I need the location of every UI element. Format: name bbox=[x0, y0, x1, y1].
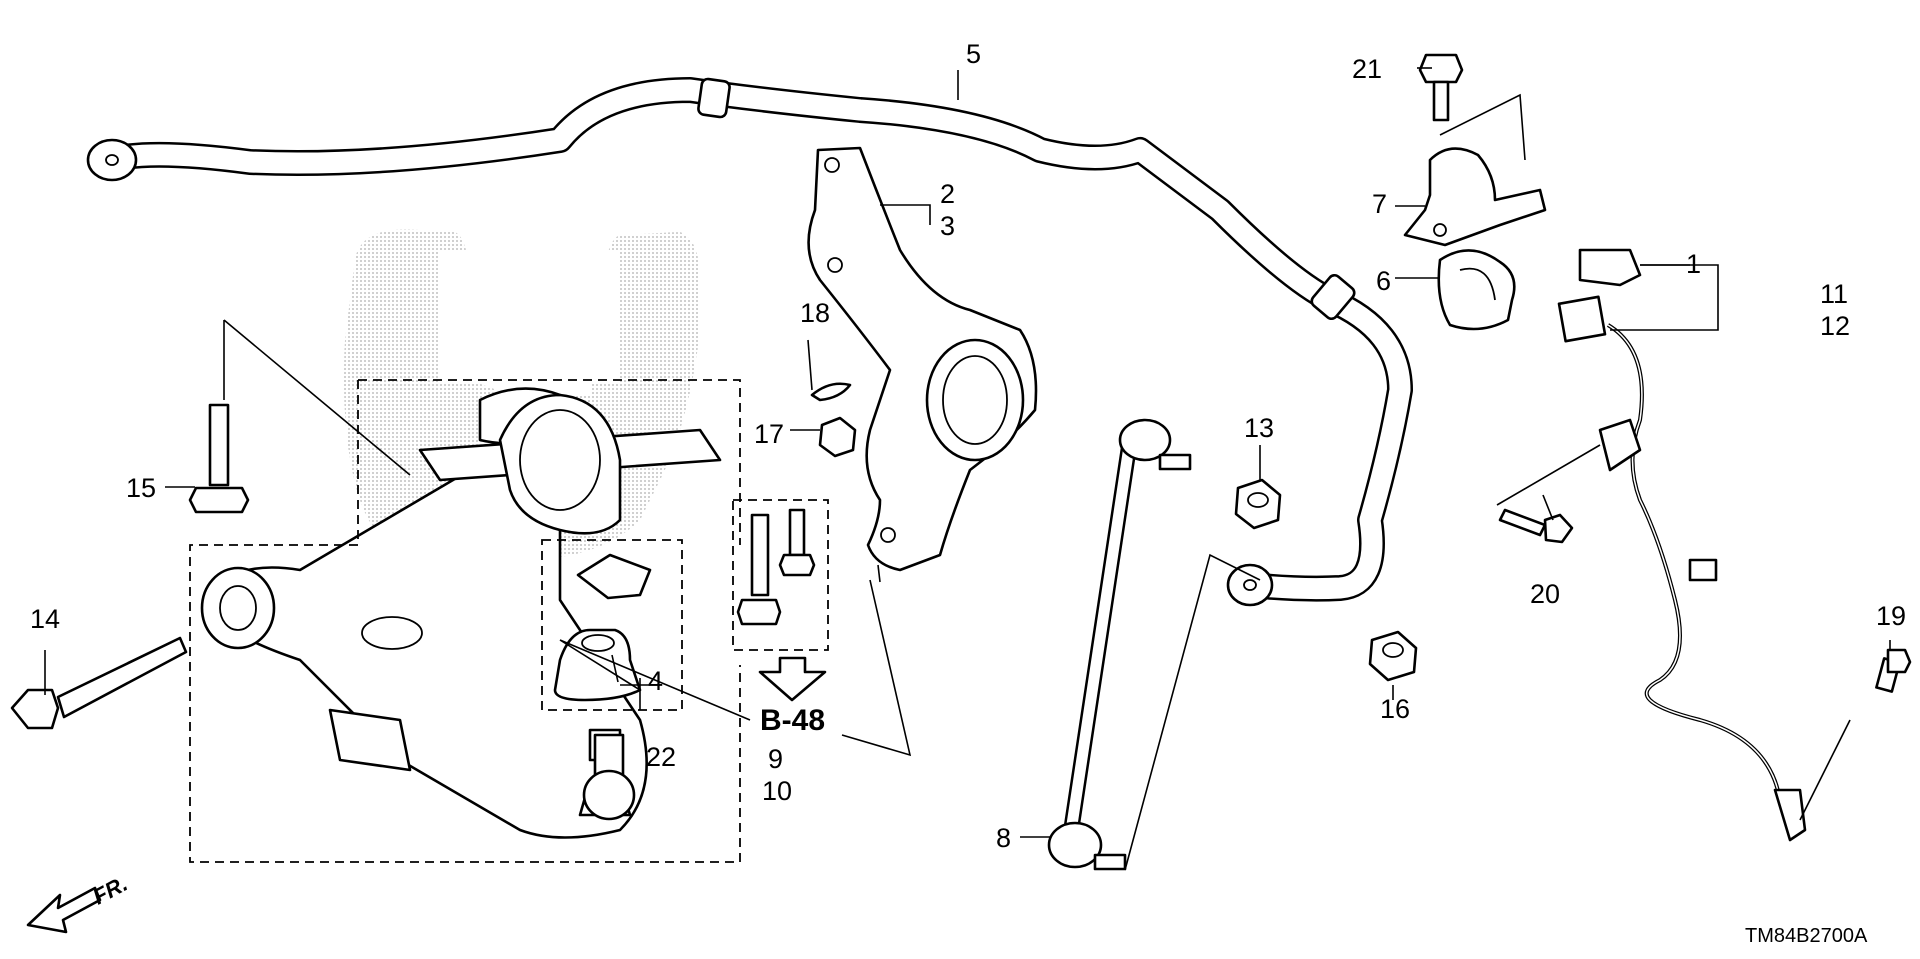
reference-arrow-icon bbox=[758, 656, 827, 702]
callout-6: 6 bbox=[1376, 266, 1391, 296]
callout-12: 12 bbox=[1820, 311, 1850, 341]
stabilizer-bracket bbox=[1403, 147, 1547, 247]
callout-20: 20 bbox=[1530, 579, 1560, 609]
diagram-code: TM84B2700A bbox=[1745, 925, 1868, 947]
callout-16: 16 bbox=[1380, 694, 1410, 724]
callout-7: 7 bbox=[1372, 189, 1387, 219]
ball-joint-plate bbox=[576, 553, 652, 600]
callout-4: 4 bbox=[648, 666, 663, 696]
callout-21: 21 bbox=[1352, 54, 1382, 84]
callout-22: 22 bbox=[646, 742, 676, 772]
bolt-15 bbox=[188, 403, 250, 514]
callout-8: 8 bbox=[996, 823, 1011, 853]
callout-2: 2 bbox=[940, 179, 955, 209]
callout-18: 18 bbox=[800, 298, 830, 328]
front-direction-arrow-icon: FR. bbox=[26, 871, 132, 934]
compliance-bushing bbox=[498, 393, 622, 535]
stabilizer-bar bbox=[86, 77, 1413, 607]
reference-label: B-48 bbox=[760, 704, 825, 737]
ball-joint-stud bbox=[582, 733, 636, 821]
nut-16 bbox=[1368, 630, 1418, 682]
nut-13 bbox=[1234, 478, 1282, 530]
callout-17: 17 bbox=[754, 419, 784, 449]
speed-sensor bbox=[1557, 295, 1807, 842]
callout-5: 5 bbox=[966, 39, 981, 69]
lower-arm bbox=[200, 387, 722, 839]
bolt-pair bbox=[736, 508, 816, 626]
steering-knuckle bbox=[807, 146, 1038, 572]
callout-15: 15 bbox=[126, 473, 156, 503]
callout-10: 10 bbox=[762, 776, 792, 806]
callout-13: 13 bbox=[1244, 413, 1274, 443]
nut-17 bbox=[818, 416, 857, 458]
group-outlines bbox=[189, 379, 829, 863]
stabilizer-bushing bbox=[1437, 249, 1516, 331]
sensor-clip bbox=[1578, 248, 1642, 287]
callout-19: 19 bbox=[1876, 601, 1906, 631]
clip-18 bbox=[810, 382, 852, 402]
bolt-21 bbox=[1418, 53, 1464, 122]
leader-lines bbox=[44, 67, 1891, 871]
callout-1: 1 bbox=[1686, 249, 1701, 279]
stabilizer-link bbox=[1047, 418, 1192, 871]
callout-14: 14 bbox=[30, 604, 60, 634]
callout-labels: 1 2 3 4 5 6 7 8 9 10 11 12 13 14 15 16 1… bbox=[30, 39, 1906, 853]
callout-11: 11 bbox=[1820, 279, 1848, 309]
bolt-20 bbox=[1498, 508, 1574, 544]
callout-9: 9 bbox=[768, 744, 783, 774]
bolt-19 bbox=[1875, 648, 1912, 693]
callout-3: 3 bbox=[940, 211, 955, 241]
bolt-14 bbox=[10, 636, 188, 730]
